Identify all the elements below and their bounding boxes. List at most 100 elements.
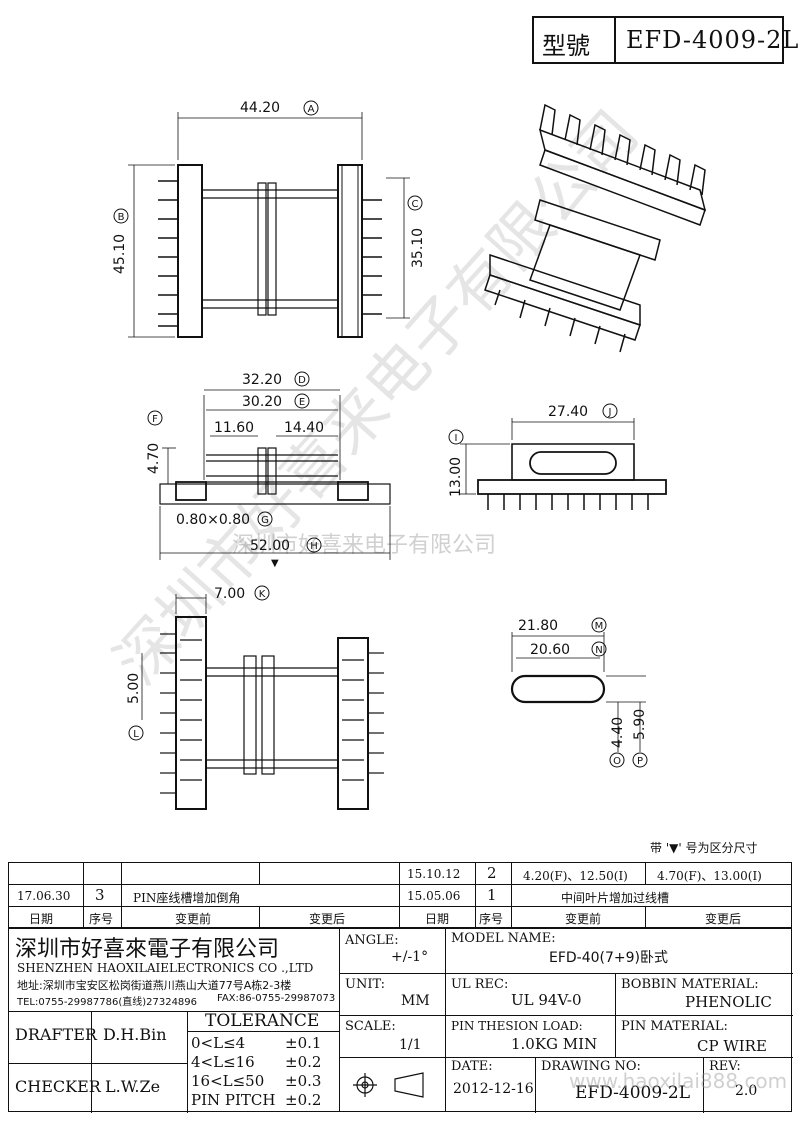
pin-value: CP WIRE bbox=[697, 1037, 767, 1055]
rev1-no: 1 bbox=[487, 886, 497, 904]
dim-P: 5.90 bbox=[632, 709, 648, 740]
date-value: 2012-12-16 bbox=[453, 1081, 534, 1097]
rev-value: 2.0 bbox=[735, 1083, 758, 1099]
company-name-cn: 深圳市好喜來電子有限公司 bbox=[15, 937, 280, 962]
header-no-2: 序号 bbox=[479, 912, 504, 926]
company-fax: FAX:86-0755-29987073 bbox=[217, 993, 336, 1004]
ul-value: UL 94V-0 bbox=[511, 991, 582, 1009]
circle-C: C bbox=[412, 199, 419, 210]
unit-value: MM bbox=[401, 993, 430, 1009]
dim-O: 4.40 bbox=[610, 717, 626, 748]
isometric-view bbox=[484, 103, 707, 353]
oblong-view bbox=[510, 632, 646, 752]
rev2-after: 4.70(F)、13.00(I) bbox=[657, 869, 762, 883]
scale-label: SCALE: bbox=[345, 1019, 396, 1034]
ul-label: UL REC: bbox=[451, 977, 509, 992]
tolerance-title: TOLERANCE bbox=[205, 1011, 320, 1031]
tol-value-3: ±0.3 bbox=[285, 1072, 322, 1090]
model-label: 型號 bbox=[542, 32, 590, 60]
tol-value-4: ±0.2 bbox=[285, 1091, 322, 1109]
bottom-view bbox=[141, 594, 384, 810]
title-block: 深圳市好喜來電子有限公司 SHENZHEN HAOXILAIELECTRONIC… bbox=[8, 928, 793, 1113]
rev1-date: 15.05.06 bbox=[407, 889, 461, 903]
dim-d1: 11.60 bbox=[214, 420, 254, 436]
circle-P: P bbox=[637, 756, 643, 767]
rev3-before: PIN座线槽增加倒角 bbox=[133, 891, 241, 905]
circle-G: G bbox=[261, 515, 269, 526]
bobbin-label: BOBBIN MATERIAL: bbox=[621, 977, 759, 992]
dim-L: 5.00 bbox=[126, 673, 142, 704]
circle-I: I bbox=[455, 433, 458, 444]
dim-F: 4.70 bbox=[146, 443, 162, 474]
rev3-no: 3 bbox=[95, 886, 105, 904]
revision-table: 15.10.12 2 4.20(F)、12.50(I) 4.70(F)、13.0… bbox=[8, 862, 792, 928]
circle-M: M bbox=[595, 621, 604, 632]
circle-F: F bbox=[152, 414, 158, 425]
top-view bbox=[128, 112, 410, 338]
model-name-label: MODEL NAME: bbox=[451, 931, 556, 946]
circle-E: E bbox=[299, 397, 305, 408]
dim-N: 20.60 bbox=[530, 642, 570, 658]
tol-range-3: 16<L≤50 bbox=[191, 1072, 265, 1090]
drawing-value: EFD-4009-2L bbox=[575, 1083, 691, 1103]
drawing-label: DRAWING NO: bbox=[541, 1059, 641, 1074]
dim-C: 35.10 bbox=[410, 228, 426, 268]
distinguish-note: 带 '▼' 号为区分尺寸 bbox=[650, 841, 757, 855]
company-name-en: SHENZHEN HAOXILAIELECTRONICS CO .,LTD bbox=[17, 961, 314, 975]
rev2-no: 2 bbox=[487, 864, 497, 882]
rev-label: REV: bbox=[709, 1059, 741, 1074]
tol-value-2: ±0.2 bbox=[285, 1053, 322, 1071]
angle-label: ANGLE: bbox=[345, 933, 399, 948]
dim-M: 21.80 bbox=[518, 618, 558, 634]
tol-range-4: PIN PITCH bbox=[191, 1091, 276, 1109]
load-value: 1.0KG MIN bbox=[511, 1035, 598, 1053]
circle-J: J bbox=[608, 407, 612, 418]
tol-value-1: ±0.1 bbox=[285, 1034, 322, 1052]
pin-label: PIN MATERIAL: bbox=[621, 1019, 728, 1034]
circle-H: H bbox=[310, 541, 318, 552]
load-label: PIN THESION LOAD: bbox=[451, 1019, 583, 1033]
unit-label: UNIT: bbox=[345, 977, 386, 992]
drafter-label: DRAFTER bbox=[15, 1025, 97, 1044]
marker-triangle: ▼ bbox=[271, 558, 279, 569]
side-view bbox=[460, 418, 667, 510]
company-address: 地址:深圳市宝安区松岗街道燕川燕山大道77号A栋2-3楼 bbox=[17, 979, 292, 992]
dim-E: 30.20 bbox=[242, 394, 282, 410]
angle-value: +/-1° bbox=[391, 949, 429, 965]
model-number: EFD-4009-2L bbox=[626, 26, 800, 54]
header-before: 变更前 bbox=[175, 912, 212, 926]
circle-N: N bbox=[595, 645, 602, 656]
header-after: 变更后 bbox=[309, 912, 346, 926]
header-no: 序号 bbox=[89, 912, 114, 926]
rev1-before: 中间叶片增加过线槽 bbox=[561, 891, 670, 905]
header-before-2: 变更前 bbox=[565, 912, 602, 926]
projection-symbol bbox=[353, 1072, 424, 1098]
tol-range-2: 4<L≤16 bbox=[191, 1053, 255, 1071]
circle-O: O bbox=[613, 756, 621, 767]
checker-name: L.W.Ze bbox=[105, 1077, 161, 1096]
model-name-value: EFD-40(7+9)卧式 bbox=[549, 950, 669, 966]
model-title-box: 型號 EFD-4009-2L bbox=[532, 16, 798, 64]
dim-A: 44.20 bbox=[240, 100, 280, 116]
dim-J: 27.40 bbox=[548, 404, 588, 420]
circle-L: L bbox=[133, 729, 139, 740]
circle-D: D bbox=[298, 375, 306, 386]
dim-I: 13.00 bbox=[448, 457, 464, 497]
circle-A: A bbox=[308, 104, 315, 115]
dim-D: 32.20 bbox=[242, 372, 282, 388]
dim-d2: 14.40 bbox=[284, 420, 324, 436]
dim-B: 45.10 bbox=[112, 234, 128, 274]
checker-label: CHECKER bbox=[15, 1077, 101, 1096]
company-tel: TEL:0755-29987786(直线)27324896 bbox=[17, 997, 198, 1008]
scale-value: 1/1 bbox=[399, 1037, 422, 1053]
rev2-before: 4.20(F)、12.50(I) bbox=[523, 869, 628, 883]
dim-H: 52.00 bbox=[250, 538, 290, 554]
header-date-2: 日期 bbox=[425, 912, 450, 926]
circle-K: K bbox=[259, 589, 266, 600]
circle-B: B bbox=[118, 212, 125, 223]
header-after-2: 变更后 bbox=[705, 912, 742, 926]
header-date: 日期 bbox=[29, 912, 54, 926]
front-view bbox=[159, 389, 391, 560]
rev2-date: 15.10.12 bbox=[407, 867, 461, 881]
drafter-name: D.H.Bin bbox=[103, 1025, 167, 1044]
